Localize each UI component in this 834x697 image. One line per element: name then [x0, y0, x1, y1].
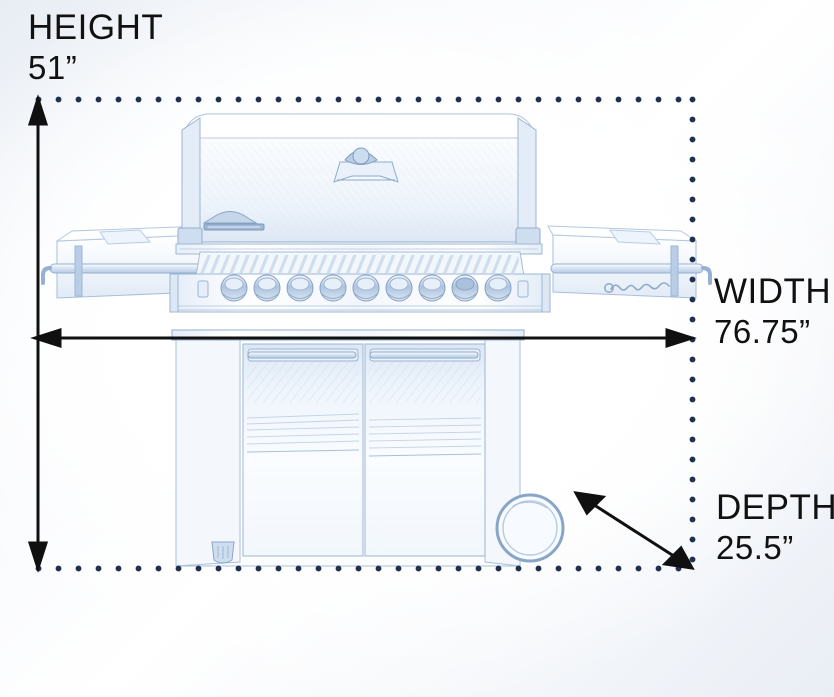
small-caster	[211, 541, 235, 564]
depth-label: DEPTH 25.5”	[716, 488, 834, 567]
left-side-shelf	[41, 225, 206, 299]
cart-cabinet	[171, 329, 525, 567]
cabinet-door-left	[242, 343, 364, 557]
width-arrow	[30, 327, 697, 349]
depth-arrow	[573, 491, 695, 570]
brand-logo-on-lid	[202, 211, 265, 231]
bbox-bottom-dotted-line	[35, 565, 695, 572]
depth-label-value: 25.5”	[716, 528, 794, 566]
width-label-value: 76.75”	[714, 312, 811, 350]
depth-label-name: DEPTH	[716, 488, 834, 527]
lid-thermometer-badge	[333, 147, 399, 183]
control-panel	[169, 251, 551, 313]
height-label: HEIGHT 51”	[28, 8, 163, 87]
height-arrow	[27, 94, 49, 573]
large-wheel	[495, 493, 565, 563]
right-side-shelf	[547, 225, 712, 299]
control-knobs	[220, 274, 512, 302]
bbox-right-dotted-line	[689, 96, 696, 570]
height-label-value: 51”	[28, 48, 78, 86]
grill-lid	[175, 113, 543, 255]
width-label-name: WIDTH	[714, 272, 832, 311]
height-label-name: HEIGHT	[28, 8, 164, 47]
bbox-top-dotted-line	[35, 96, 695, 103]
script-logo-on-right-shelf	[604, 282, 670, 293]
width-label: WIDTH 76.75”	[714, 272, 831, 351]
